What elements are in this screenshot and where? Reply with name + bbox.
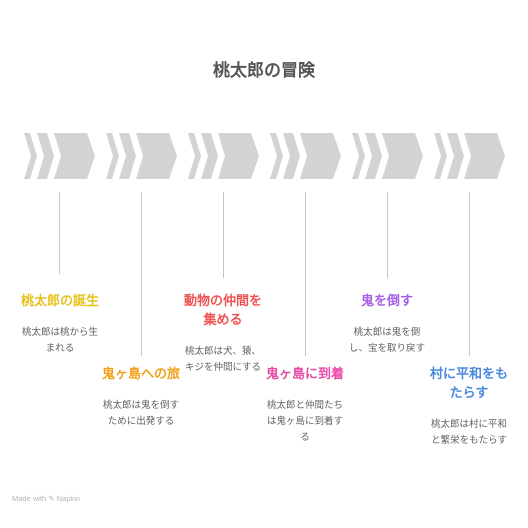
step-description: 桃太郎と仲間たちは鬼ヶ島に到着する xyxy=(266,400,343,443)
chevron-shape xyxy=(37,133,54,179)
chevron-shape xyxy=(54,133,95,179)
chevron-shape xyxy=(270,133,283,179)
chevron-shape xyxy=(447,133,464,179)
step-title: 鬼ヶ島への旅 xyxy=(101,367,180,382)
timeline-step: 村に平和をもたらす 桃太郎は村に平和と繁栄をもたらす xyxy=(429,365,509,449)
chevron-shape xyxy=(382,133,423,179)
napkin-watermark: Made with ✎ Napkin xyxy=(12,494,80,503)
step-title: 動物の仲間を集める xyxy=(183,294,262,328)
chevron-shape xyxy=(300,133,341,179)
step-description: 桃太郎は桃から生まれる xyxy=(21,327,98,354)
step-description: 桃太郎は鬼を倒すために出発する xyxy=(102,400,179,427)
chevron-shape xyxy=(464,133,505,179)
chevron-shape xyxy=(136,133,177,179)
chevron-shape xyxy=(201,133,218,179)
chevron-shape xyxy=(119,133,136,179)
connector-line xyxy=(469,192,470,356)
step-title: 村に平和をもたらす xyxy=(429,367,508,401)
step-title: 桃太郎の誕生 xyxy=(20,294,99,309)
step-title: 鬼を倒す xyxy=(360,294,413,309)
step-title: 鬼ヶ島に到着 xyxy=(265,367,344,382)
chevron-shape xyxy=(218,133,259,179)
chevron-shape xyxy=(188,133,201,179)
chevron-shape xyxy=(106,133,119,179)
chevron-shape xyxy=(352,133,365,179)
timeline-step: 動物の仲間を集める 桃太郎は犬、猿、キジを仲間にする xyxy=(183,292,263,376)
timeline-step: 鬼ヶ島への旅 桃太郎は鬼を倒すために出発する xyxy=(101,365,181,430)
timeline-step: 鬼を倒す 桃太郎は鬼を倒し、宝を取り戻す xyxy=(347,292,427,357)
connector-line xyxy=(223,192,224,278)
timeline-step: 桃太郎の誕生 桃太郎は桃から生まれる xyxy=(20,292,100,357)
connector-line xyxy=(387,192,388,278)
chevron-shape xyxy=(434,133,447,179)
chevron-shape xyxy=(24,133,37,179)
timeline-step: 鬼ヶ島に到着 桃太郎と仲間たちは鬼ヶ島に到着する xyxy=(265,365,345,446)
chevron-shape xyxy=(283,133,300,179)
connector-line xyxy=(141,192,142,356)
chevron-shape xyxy=(365,133,382,179)
connector-line xyxy=(305,192,306,356)
diagram-title: 桃太郎の冒険 xyxy=(213,61,315,81)
connector-line xyxy=(59,192,60,274)
step-description: 桃太郎は犬、猿、キジを仲間にする xyxy=(184,346,262,373)
step-description: 桃太郎は鬼を倒し、宝を取り戻す xyxy=(348,327,425,354)
step-description: 桃太郎は村に平和と繁栄をもたらす xyxy=(430,419,507,446)
